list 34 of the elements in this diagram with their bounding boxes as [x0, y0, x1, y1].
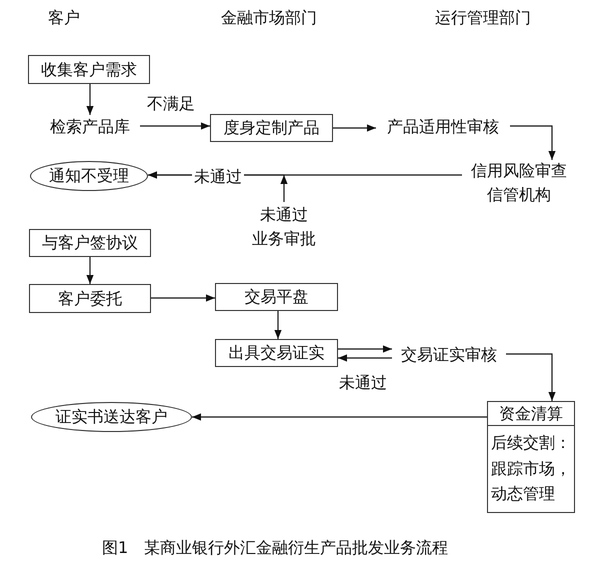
step-text: 未通过	[260, 204, 308, 226]
step-text: 信管机构	[487, 184, 551, 206]
arrow	[86, 257, 94, 284]
process-box: 收集客户需求	[28, 55, 150, 84]
terminal-ellipse: 通知不受理	[30, 161, 148, 191]
step-text: 业务审批	[252, 228, 316, 250]
edge-label: 未通过	[192, 167, 244, 186]
process-box	[487, 401, 575, 513]
figure-caption: 图1 某商业银行外汇金融衍生产品批发业务流程	[100, 538, 450, 558]
step-text: 产品适用性审核	[376, 115, 510, 139]
arrow	[192, 413, 487, 421]
process-box: 交易平盘	[215, 283, 338, 311]
box-body-text: 后续交割：跟踪市场，动态管理	[490, 432, 572, 506]
column-heading: 客户	[46, 8, 82, 28]
arrow	[151, 294, 215, 302]
edge-label: 不满足	[145, 94, 197, 114]
process-box: 客户委托	[29, 284, 151, 313]
edge-label: 未通过	[337, 373, 389, 392]
box-heading: 资金清算	[488, 402, 574, 426]
arrow	[86, 84, 94, 115]
process-box: 出具交易证实	[215, 339, 338, 367]
process-box: 度身定制产品	[210, 114, 333, 142]
process-box: 与客户签协议	[29, 229, 151, 257]
arrow	[140, 122, 210, 130]
arrow	[338, 345, 392, 353]
terminal-ellipse: 证实书送达客户	[31, 402, 192, 432]
step-text: 信用风险审查	[471, 160, 567, 182]
step-text: 检索产品库	[40, 115, 140, 139]
arrow	[274, 311, 282, 339]
step-text: 交易证实审核	[392, 343, 506, 367]
arrow	[510, 125, 556, 160]
arrow	[333, 124, 376, 132]
arrow	[338, 354, 392, 362]
arrow	[506, 353, 556, 401]
